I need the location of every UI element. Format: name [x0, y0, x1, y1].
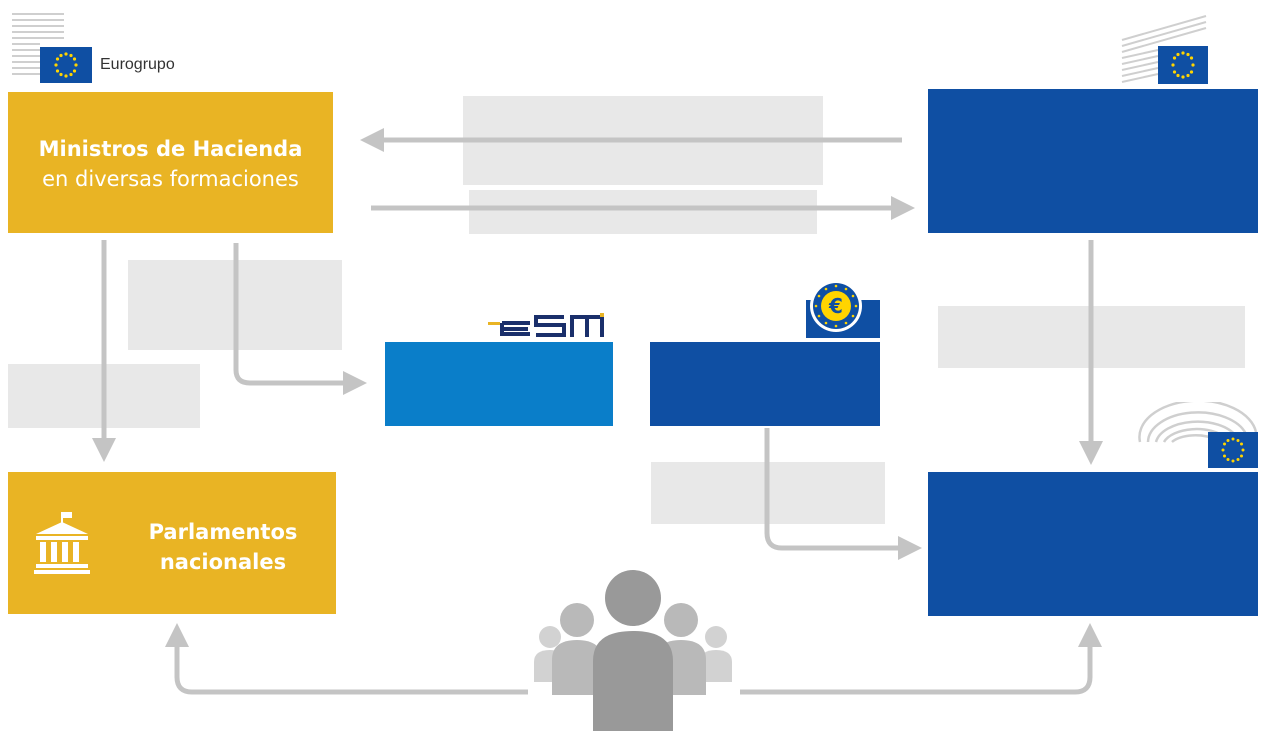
ecb-euro-icon: € — [806, 280, 880, 338]
arrow-citizens-to-parliaments — [174, 645, 528, 695]
arrowhead-ep-left — [898, 536, 922, 560]
arrowhead-commission — [891, 196, 915, 220]
arrowhead-ministers — [360, 128, 384, 152]
eurogroup-logo — [8, 10, 96, 85]
parliament-building-icon — [34, 512, 90, 574]
esm-box — [385, 342, 613, 426]
arrowhead-esm — [343, 371, 367, 395]
ministers-title: Ministros de Hacienda — [38, 137, 303, 161]
parliaments-label-line1: Parlamentos — [148, 520, 298, 544]
arrowhead-parliaments-bottom — [165, 623, 189, 647]
eurogroup-label: Eurogrupo — [100, 56, 175, 73]
ministers-subtitle: en diversas formaciones — [42, 167, 299, 191]
european-parliament-box — [928, 472, 1258, 616]
arrow-ministers-to-esm — [233, 243, 345, 386]
ministers-box: Ministros de Hacienda en diversas formac… — [8, 92, 333, 233]
national-parliaments-box: Parlamentos nacionales — [8, 472, 336, 614]
label-box-middle — [469, 190, 817, 234]
arrowhead-parliaments — [92, 438, 116, 462]
arrowhead-ep-top — [1079, 441, 1103, 465]
ecb-box — [650, 342, 880, 426]
commission-box — [928, 89, 1258, 233]
arrow-citizens-to-ep — [740, 645, 1093, 695]
european-commission-logo — [1118, 10, 1210, 86]
citizens-icon — [530, 570, 740, 731]
esm-logo — [488, 313, 610, 339]
european-parliament-logo — [1136, 399, 1260, 468]
svg-text:€: € — [828, 294, 843, 318]
parliaments-label-line2: nacionales — [159, 550, 287, 574]
arrow-ecb-to-ep — [764, 428, 900, 551]
arrowhead-ep-bottom — [1078, 623, 1102, 647]
